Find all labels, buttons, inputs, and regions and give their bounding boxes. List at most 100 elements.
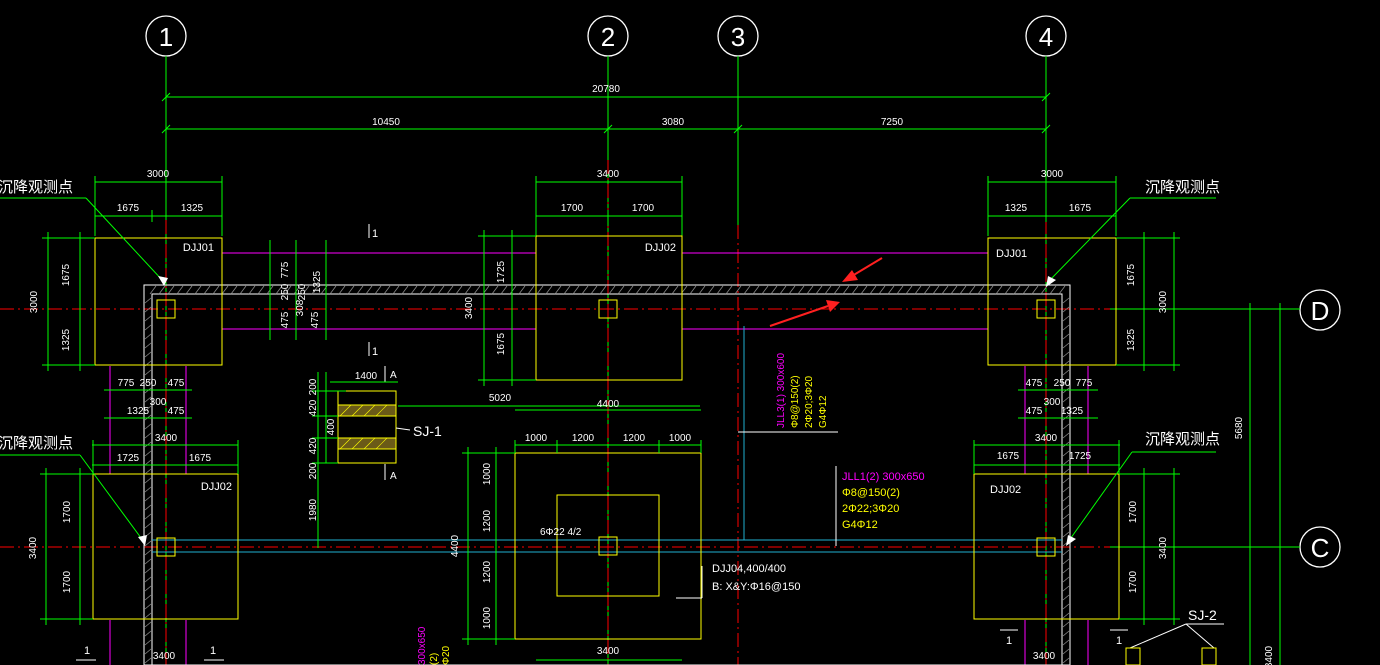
hatch-line: [860, 285, 868, 295]
dim-span-2: 3080: [662, 117, 685, 128]
red-annotation-arrows: [769, 257, 883, 327]
hatch-line: [144, 648, 152, 655]
beam-jll3-label[interactable]: JLL3(1) 300x600 Φ8@150(2) 2Φ20;3Φ20 G4Φ1…: [738, 353, 838, 433]
hatch-line: [144, 315, 152, 322]
hatch-line: [428, 285, 436, 295]
svg-text:1675: 1675: [997, 451, 1020, 462]
footing-dj02-right[interactable]: DJJ02: [973, 473, 1120, 620]
hatch-line: [752, 285, 760, 295]
svg-text:1325: 1325: [127, 406, 150, 417]
hatch-line: [1062, 405, 1070, 412]
hatch-line: [1062, 657, 1070, 664]
hatch-line: [248, 285, 256, 295]
svg-text:1700: 1700: [1128, 500, 1139, 523]
hatch-line: [144, 486, 152, 493]
hatch-line: [824, 285, 832, 295]
svg-text:475: 475: [168, 378, 185, 389]
hatch-line: [1062, 531, 1070, 538]
hatch-line: [662, 285, 670, 295]
beam-bottom-label[interactable]: 300x650 (2) Φ20: [417, 626, 452, 665]
section-1-br2: 1: [1116, 635, 1122, 647]
hatch-line: [1062, 378, 1070, 385]
hatch-line: [527, 285, 535, 295]
pile-rebar-label: 6Φ22 4/2: [540, 527, 582, 538]
dim-overall-text: 20780: [592, 84, 620, 95]
svg-text:SJ-2: SJ-2: [1188, 607, 1217, 623]
settlement-callout-bl: 沉降观测点: [0, 435, 147, 546]
svg-text:1000: 1000: [482, 606, 493, 629]
svg-text:775: 775: [1076, 378, 1093, 389]
bottom-beam-name: 300x650: [417, 626, 428, 665]
footing-dj02-top[interactable]: DJJ02: [535, 235, 683, 381]
hatch-line: [144, 405, 152, 412]
hatch-line: [144, 639, 152, 646]
hatch-line: [144, 603, 152, 610]
dim-f1r-total: 3000: [1041, 169, 1064, 180]
hatch-line: [144, 297, 152, 304]
hatch-line: [144, 351, 152, 358]
hatch-line: [1062, 369, 1070, 376]
hatch-line: [144, 342, 152, 349]
hatch-line: [144, 621, 152, 628]
hatch-line: [365, 285, 373, 295]
svg-text:400: 400: [326, 418, 337, 435]
hatch-line: [144, 396, 152, 403]
footing-dj02-left[interactable]: DJJ02: [92, 473, 239, 620]
hatch-line: [194, 285, 202, 295]
hatch-line: [1062, 450, 1070, 457]
hatch-line: [581, 285, 589, 295]
svg-text:C: C: [1311, 533, 1330, 563]
hatch-line: [815, 285, 823, 295]
hatch-line: [1058, 285, 1066, 295]
svg-text:沉降观测点: 沉降观测点: [1145, 179, 1220, 196]
hatch-line: [1062, 639, 1070, 646]
hatch-line: [144, 522, 152, 529]
dim-f1r-b: 1675: [1069, 203, 1092, 214]
svg-text:DJJ04,400/400: DJJ04,400/400: [712, 563, 786, 575]
hatch-line: [1049, 285, 1057, 295]
hatch-line: [410, 285, 418, 295]
svg-text:1200: 1200: [482, 509, 493, 532]
svg-text:1325: 1325: [1061, 406, 1084, 417]
svg-text:5020: 5020: [489, 393, 512, 404]
hatch-line: [1062, 351, 1070, 358]
hatch-line: [464, 285, 472, 295]
hatch-line: [329, 285, 337, 295]
hatch-line: [1013, 285, 1021, 295]
svg-text:1700: 1700: [1128, 570, 1139, 593]
svg-text:475: 475: [310, 311, 321, 328]
jll3-stirrup: Φ8@150(2): [790, 375, 801, 428]
dim-f1l-b: 1325: [181, 203, 204, 214]
hatch-line: [144, 378, 152, 385]
hatch-line: [1062, 459, 1070, 466]
dim-sj1: [312, 372, 398, 548]
footing-dj01-left[interactable]: DJJ01: [94, 237, 223, 366]
section-1-bl: 1: [84, 645, 90, 657]
hatch-line: [144, 477, 152, 484]
sj1-detail[interactable]: SJ-1 A A: [337, 366, 442, 482]
footing-dj04[interactable]: [514, 452, 702, 640]
svg-text:1200: 1200: [572, 433, 595, 444]
hatch-line: [1040, 285, 1048, 295]
svg-text:3400: 3400: [28, 536, 39, 559]
beam-jll1-label[interactable]: JLL1(2) 300x650 Φ8@150(2) 2Φ22;3Φ20 G4Φ1…: [835, 466, 925, 546]
footing-dj01-right[interactable]: DJJ01: [987, 237, 1117, 366]
section-1-bl2: 1: [210, 645, 216, 657]
hatch-line: [257, 285, 265, 295]
svg-text:200: 200: [308, 462, 319, 479]
hatch-line: [716, 285, 724, 295]
svg-text:475: 475: [280, 311, 291, 328]
hatch-line: [383, 285, 391, 295]
dim-dj4: [398, 405, 702, 661]
hatch-line: [725, 285, 733, 295]
wall-outline: [143, 284, 1071, 665]
hatch-line: [1062, 342, 1070, 349]
hatch-line: [1062, 486, 1070, 493]
svg-text:1325: 1325: [1126, 328, 1137, 351]
jll3-name: JLL3(1) 300x600: [776, 353, 787, 428]
hatch-line: [941, 285, 949, 295]
dim-f1r-a: 1325: [1005, 203, 1028, 214]
hatch-line: [144, 540, 152, 547]
jll3-side: G4Φ12: [818, 395, 829, 428]
